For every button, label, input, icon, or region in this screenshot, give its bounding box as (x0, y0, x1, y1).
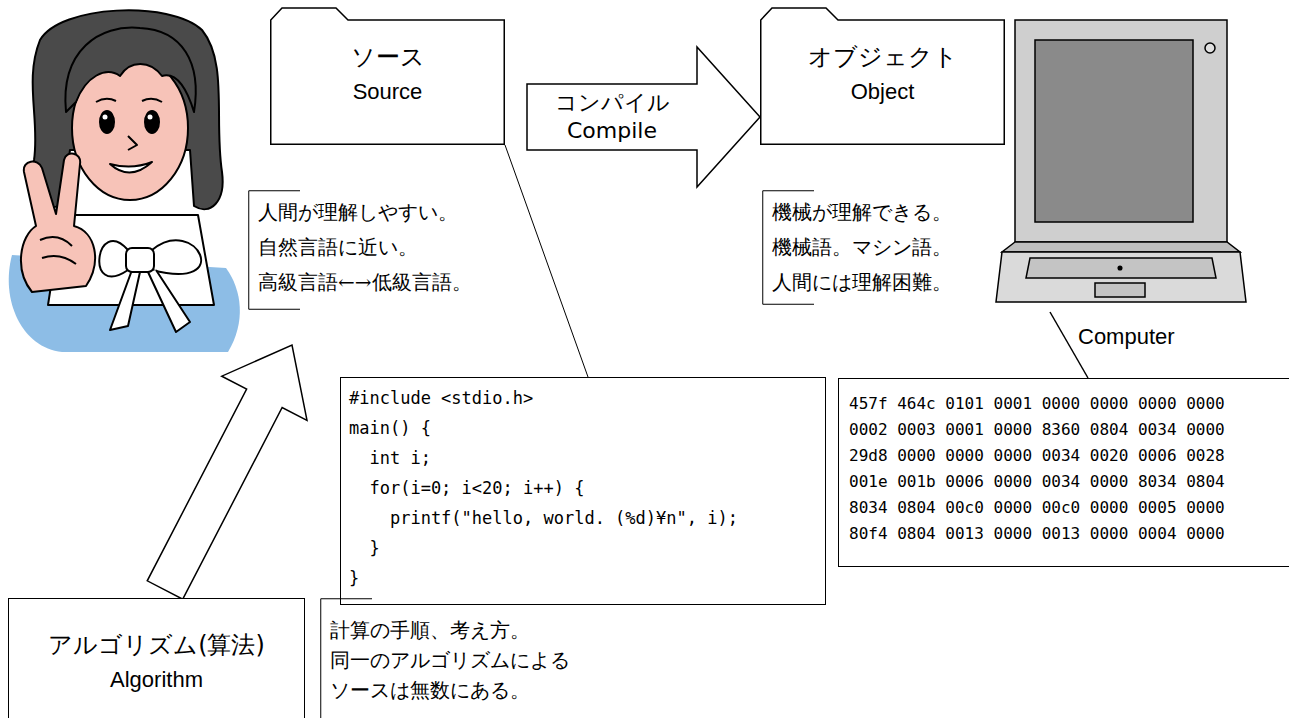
node-text: 自然言語に近い。 (258, 230, 534, 265)
code-line: 0002 0003 0001 0000 8360 0804 0034 0000 (849, 417, 1280, 443)
node-text: 計算の手順、考え方。 (330, 615, 646, 645)
folder-shape (761, 8, 1005, 144)
code-line: 001e 001b 0006 0000 0034 0000 8034 0804 (849, 469, 1280, 495)
girl-illustration (9, 10, 240, 352)
node-text: Algorithm (110, 663, 203, 697)
node-text: 機械語。マシン語。 (772, 230, 990, 265)
arrow-label: コンパイル Compile (537, 89, 687, 145)
node-text: ソース (351, 39, 425, 75)
node-text: 人間が理解しやすい。 (258, 195, 534, 230)
node-text: Object (851, 75, 915, 109)
code-box: #include <stdio.h>main() {int i;for(i=0;… (340, 377, 826, 605)
object-folder: オブジェクトObject (760, 5, 1005, 145)
eye-highlight (148, 115, 153, 120)
laptop-keyboard (1026, 258, 1216, 278)
code-line: 457f 464c 0101 0001 0000 0000 0000 0000 (849, 391, 1280, 417)
folder-outline (270, 5, 505, 145)
node-text: 人間には理解困難。 (772, 265, 990, 300)
laptop-hinge (1002, 242, 1240, 252)
node-text: アルゴリズム(算法) (48, 627, 265, 663)
code-line: int i; (369, 443, 817, 473)
laptop-screen (1035, 40, 1193, 222)
folder-outline (760, 5, 1005, 145)
nose (128, 136, 137, 150)
eye (145, 111, 159, 133)
hex-dump-box: 457f 464c 0101 0001 0000 0000 0000 00000… (838, 378, 1289, 567)
laptop-lamp (1205, 43, 1215, 53)
laptop-illustration (996, 20, 1246, 378)
note-box: 機械が理解できる。機械語。マシン語。人間には理解困難。 (762, 190, 1000, 305)
note-box: 人間が理解しやすい。自然言語に近い。高級言語←→低級言語。 (248, 190, 544, 310)
code-line: } (349, 563, 817, 593)
bow-left (99, 241, 128, 276)
algorithm-arrow (147, 345, 307, 599)
hand-v-sign (21, 154, 95, 292)
mouth (110, 162, 152, 173)
laptop-touchpad (1095, 283, 1145, 297)
laptop-base (996, 252, 1246, 302)
leader-line (505, 145, 588, 377)
compile-arrow (527, 47, 760, 187)
code-line: 80f4 0804 0013 0000 0013 0000 0004 0000 (849, 521, 1280, 547)
code-line: for(i=0; i<20; i++) { (369, 473, 817, 503)
node-text: Source (353, 75, 423, 109)
node-text: ソースは無数にある。 (330, 675, 646, 705)
node-text: 機械が理解できる。 (772, 195, 990, 230)
eye (100, 111, 114, 133)
hair-bangs (65, 28, 195, 112)
algorithm-box: アルゴリズム(算法)Algorithm (8, 598, 305, 718)
bow-tails (110, 270, 190, 332)
finger-fold (40, 237, 76, 264)
laptop-lid (1015, 20, 1227, 242)
folder-shape (271, 8, 505, 144)
node-text: 高級言語←→低級言語。 (258, 265, 534, 300)
code-line: #include <stdio.h> (349, 383, 817, 413)
eye-highlight (103, 115, 108, 120)
node-text: 同一のアルゴリズムによる (330, 645, 646, 675)
code-line: } (369, 533, 817, 563)
bow-right (152, 240, 201, 274)
source-folder: ソースSource (270, 5, 505, 145)
code-line: main() { (349, 413, 817, 443)
node-text: オブジェクト (808, 39, 958, 75)
note-box: 計算の手順、考え方。同一のアルゴリズムによるソースは無数にある。 (320, 598, 656, 718)
hair-back (31, 10, 222, 209)
laptop-dot (1118, 266, 1122, 270)
code-line: 29d8 0000 0000 0000 0034 0020 0006 0028 (849, 443, 1280, 469)
code-line: printf("hello, world. (%d)¥n", i); (390, 503, 817, 533)
code-line: 8034 0804 00c0 0000 00c0 0000 0005 0000 (849, 495, 1280, 521)
eyebrow (96, 99, 162, 102)
device-label: Computer (1078, 324, 1175, 350)
bow-knot (126, 248, 154, 272)
